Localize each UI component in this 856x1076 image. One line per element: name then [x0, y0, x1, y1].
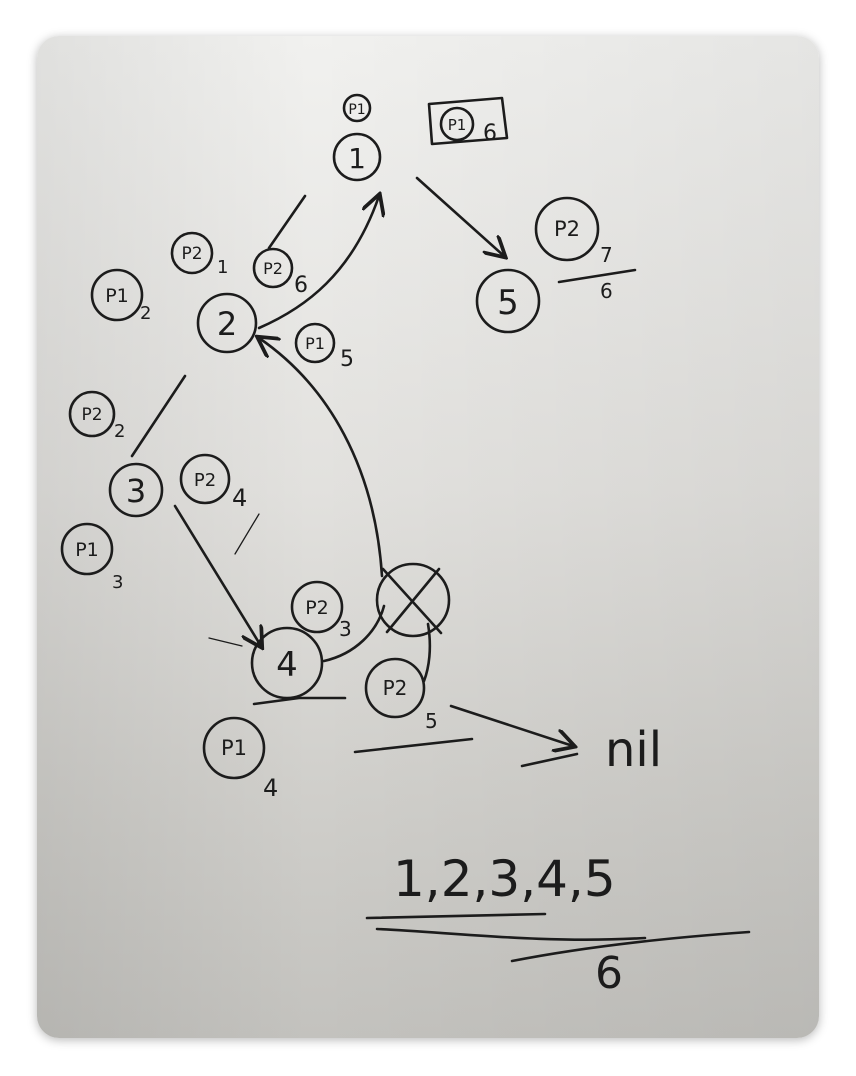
sum-underline: [365, 912, 547, 920]
link-x-to-p2: [422, 622, 432, 683]
tag-p1-top: [342, 93, 372, 123]
scratch-line-2: [520, 752, 579, 768]
tag-p1-3: [60, 522, 114, 576]
faint-mark-2: [234, 513, 260, 555]
scratch-line-1: [353, 737, 474, 754]
back-arrow-x-to-2: [259, 338, 384, 578]
tag-p2-3-label: P2: [305, 597, 329, 619]
sum-numerator: 1,2,3,4,5: [393, 850, 616, 908]
fraction-right-denominator: 6: [600, 279, 613, 303]
tag-p1-2: [90, 268, 144, 322]
tag-p2-right-label: P2: [554, 217, 580, 241]
edge-1-to-5: [415, 176, 504, 256]
photo-frame: 1 2 3 4 5 P1 P1 6 P2 1 P2 6 P1 2 P1 5 P2…: [37, 36, 819, 1038]
tag-p2-3-num: 3: [339, 617, 352, 641]
tag-p2-right: [534, 196, 600, 262]
node-x: [375, 562, 451, 638]
tag-p1-5-num: 5: [340, 347, 354, 372]
node-5: [475, 268, 541, 334]
underline-node-4: [252, 696, 347, 706]
sum-fraction-bar-2: [510, 930, 751, 963]
sum-fraction-bar: [375, 927, 647, 941]
fraction-right-numerator: 7: [600, 243, 613, 267]
tag-p2-5: [364, 657, 426, 719]
tag-p1-6-label: P1: [448, 116, 467, 134]
tag-p1-4-label: P1: [221, 736, 247, 760]
edge-3-to-4: [173, 504, 261, 646]
tag-p1-top-label: P1: [348, 102, 365, 118]
node-4: [250, 626, 324, 700]
node-x-cross: [381, 567, 443, 635]
tag-p2-6-label: P2: [263, 259, 283, 278]
node-2-label: 2: [217, 305, 237, 343]
tag-p1-2-label: P1: [105, 285, 129, 307]
tag-p1-5-label: P1: [305, 334, 325, 353]
tag-p1-2-num: 2: [140, 303, 151, 324]
edge-1-to-2: [267, 194, 307, 250]
tag-p2-6: [252, 247, 294, 289]
tag-p2-1-num: 1: [217, 257, 228, 278]
node-1: [332, 132, 382, 182]
node-3-label: 3: [126, 472, 146, 510]
sum-denominator: 6: [595, 948, 623, 999]
tag-p1-6-num: 6: [483, 121, 497, 146]
tag-p1-3-num: 3: [112, 572, 123, 593]
tag-p1-4-num: 4: [263, 774, 278, 802]
tag-p2-3: [290, 580, 344, 634]
tag-p2-1: [170, 231, 214, 275]
tag-p1-6: [439, 106, 475, 142]
node-5-label: 5: [497, 283, 519, 323]
nil-label: nil: [605, 722, 662, 778]
tag-p2-4: [179, 453, 231, 505]
tag-p2-2-label: P2: [81, 405, 102, 425]
tag-p2-4-num: 4: [232, 484, 247, 512]
node-4-label: 4: [276, 645, 298, 685]
edge-2-to-3: [130, 374, 187, 458]
paper-shading: [37, 36, 819, 1038]
tag-p2-5-num: 5: [425, 709, 438, 733]
tag-p1-4: [202, 716, 266, 780]
tag-p2-4-label: P2: [194, 470, 216, 491]
node-3: [108, 462, 164, 518]
node-2: [196, 292, 258, 354]
handwritten-sheet: 1 2 3 4 5 P1 P1 6 P2 1 P2 6 P1 2 P1 5 P2…: [37, 36, 819, 1038]
tag-p2-6-num: 6: [294, 273, 308, 298]
box-p1-6: [427, 96, 509, 146]
arrow-to-nil: [449, 704, 573, 746]
tag-p2-2: [68, 390, 116, 438]
back-arrow-2-to-1: [257, 196, 379, 330]
tag-p1-3-label: P1: [75, 539, 99, 561]
faint-mark: [208, 637, 243, 647]
tag-p1-5: [294, 322, 336, 364]
fraction-right-bar: [557, 268, 637, 284]
tag-p2-1-label: P2: [181, 244, 202, 264]
link-4-to-x: [322, 604, 386, 663]
tag-p2-5-label: P2: [383, 676, 408, 700]
tag-p2-2-num: 2: [114, 421, 125, 442]
node-1-label: 1: [348, 142, 366, 175]
